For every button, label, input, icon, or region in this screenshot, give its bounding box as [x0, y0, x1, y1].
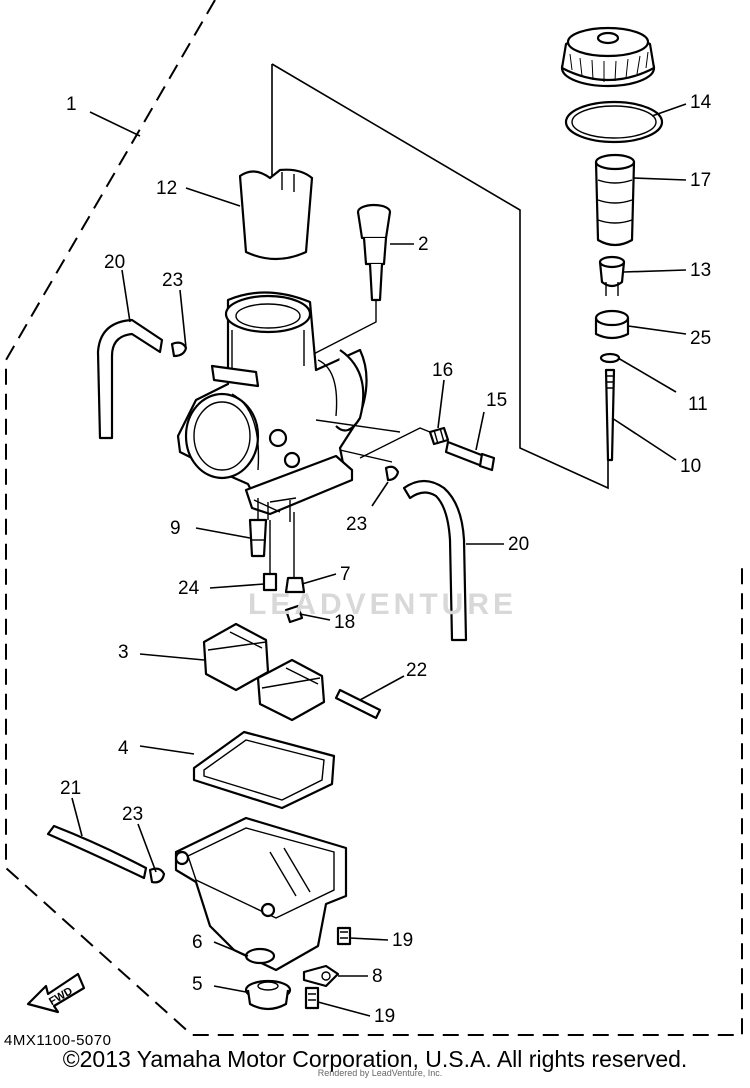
callout-13: 13 [690, 260, 711, 281]
callout-1: 1 [66, 94, 77, 115]
screw-19-bottom [304, 986, 320, 1010]
needle-10 [604, 368, 616, 462]
callout-labels: 1 12 2 20 23 16 15 14 17 13 25 11 10 23 … [60, 92, 712, 1027]
assembly-boundary [5, 0, 743, 1036]
callout-6: 6 [192, 932, 203, 953]
cover-17 [594, 153, 636, 247]
callout-11: 11 [688, 394, 708, 415]
callout-19-top: 19 [392, 930, 413, 951]
callout-14: 14 [690, 92, 712, 113]
watermark-text: LEADVENTURE [248, 588, 518, 621]
hose-21 [46, 824, 148, 880]
callout-10: 10 [680, 456, 701, 477]
gasket-ring-14 [564, 100, 664, 144]
clip-23-bottom [148, 867, 166, 884]
callout-9: 9 [170, 518, 181, 539]
pin-22 [334, 688, 382, 720]
callout-18: 18 [334, 612, 355, 633]
callout-20-right: 20 [508, 534, 529, 555]
clip-11 [599, 352, 621, 364]
spring-16 [428, 426, 450, 446]
callout-8: 8 [372, 966, 383, 987]
throttle-screw-2 [297, 203, 392, 363]
float-bowl [174, 816, 348, 972]
hose-20-left [96, 318, 164, 440]
bracket-8 [302, 964, 340, 988]
callout-20-left: 20 [104, 252, 125, 273]
callout-12: 12 [156, 178, 177, 199]
drain-plug-5 [244, 979, 292, 1011]
callout-3: 3 [118, 642, 129, 663]
sleeve-12 [238, 168, 314, 261]
rendered-by-note: Rendered by LeadVenture, Inc. [317, 1068, 443, 1078]
callout-17: 17 [690, 170, 711, 191]
callout-16: 16 [432, 360, 453, 381]
callout-4: 4 [118, 738, 129, 759]
diagram-code: 4MX1100-5070 [4, 1032, 112, 1049]
callout-23-mid: 23 [346, 514, 367, 535]
callout-23-top: 23 [162, 270, 183, 291]
callout-21: 21 [60, 778, 81, 799]
jet-9 [248, 518, 268, 558]
leader-lines [71, 103, 687, 1017]
svg-text:FWD: FWD [47, 985, 75, 1008]
callout-23-bottom: 23 [122, 804, 143, 825]
fwd-arrow-icon: FWD [26, 972, 86, 1014]
callout-5: 5 [192, 974, 203, 995]
callout-2: 2 [418, 234, 429, 255]
hose-20-right [402, 479, 468, 642]
callout-22: 22 [406, 660, 427, 681]
o-ring-6 [244, 947, 276, 965]
callout-7: 7 [340, 564, 351, 585]
cap-assembly [560, 26, 656, 88]
clip-23-mid [384, 465, 400, 482]
screw-19-top [336, 926, 352, 946]
callout-25: 25 [690, 328, 711, 349]
leader-1 [89, 111, 141, 137]
seat-25 [594, 309, 630, 340]
callout-24: 24 [178, 578, 200, 599]
leader-23-mid [371, 481, 389, 507]
copyright-notice: ©2013 Yamaha Motor Corporation, U.S.A. A… [62, 1046, 688, 1072]
callout-19-bottom: 19 [374, 1006, 395, 1027]
callout-15: 15 [486, 390, 507, 411]
gasket-4 [192, 730, 336, 810]
carburetor-body [176, 291, 401, 522]
holder-13 [598, 255, 626, 296]
float-3 [202, 622, 326, 722]
clip-18 [284, 604, 304, 624]
clip-23-top [170, 341, 188, 358]
needle-valve-7 [284, 512, 306, 594]
cable-line [359, 427, 431, 459]
screw-15 [444, 440, 496, 472]
